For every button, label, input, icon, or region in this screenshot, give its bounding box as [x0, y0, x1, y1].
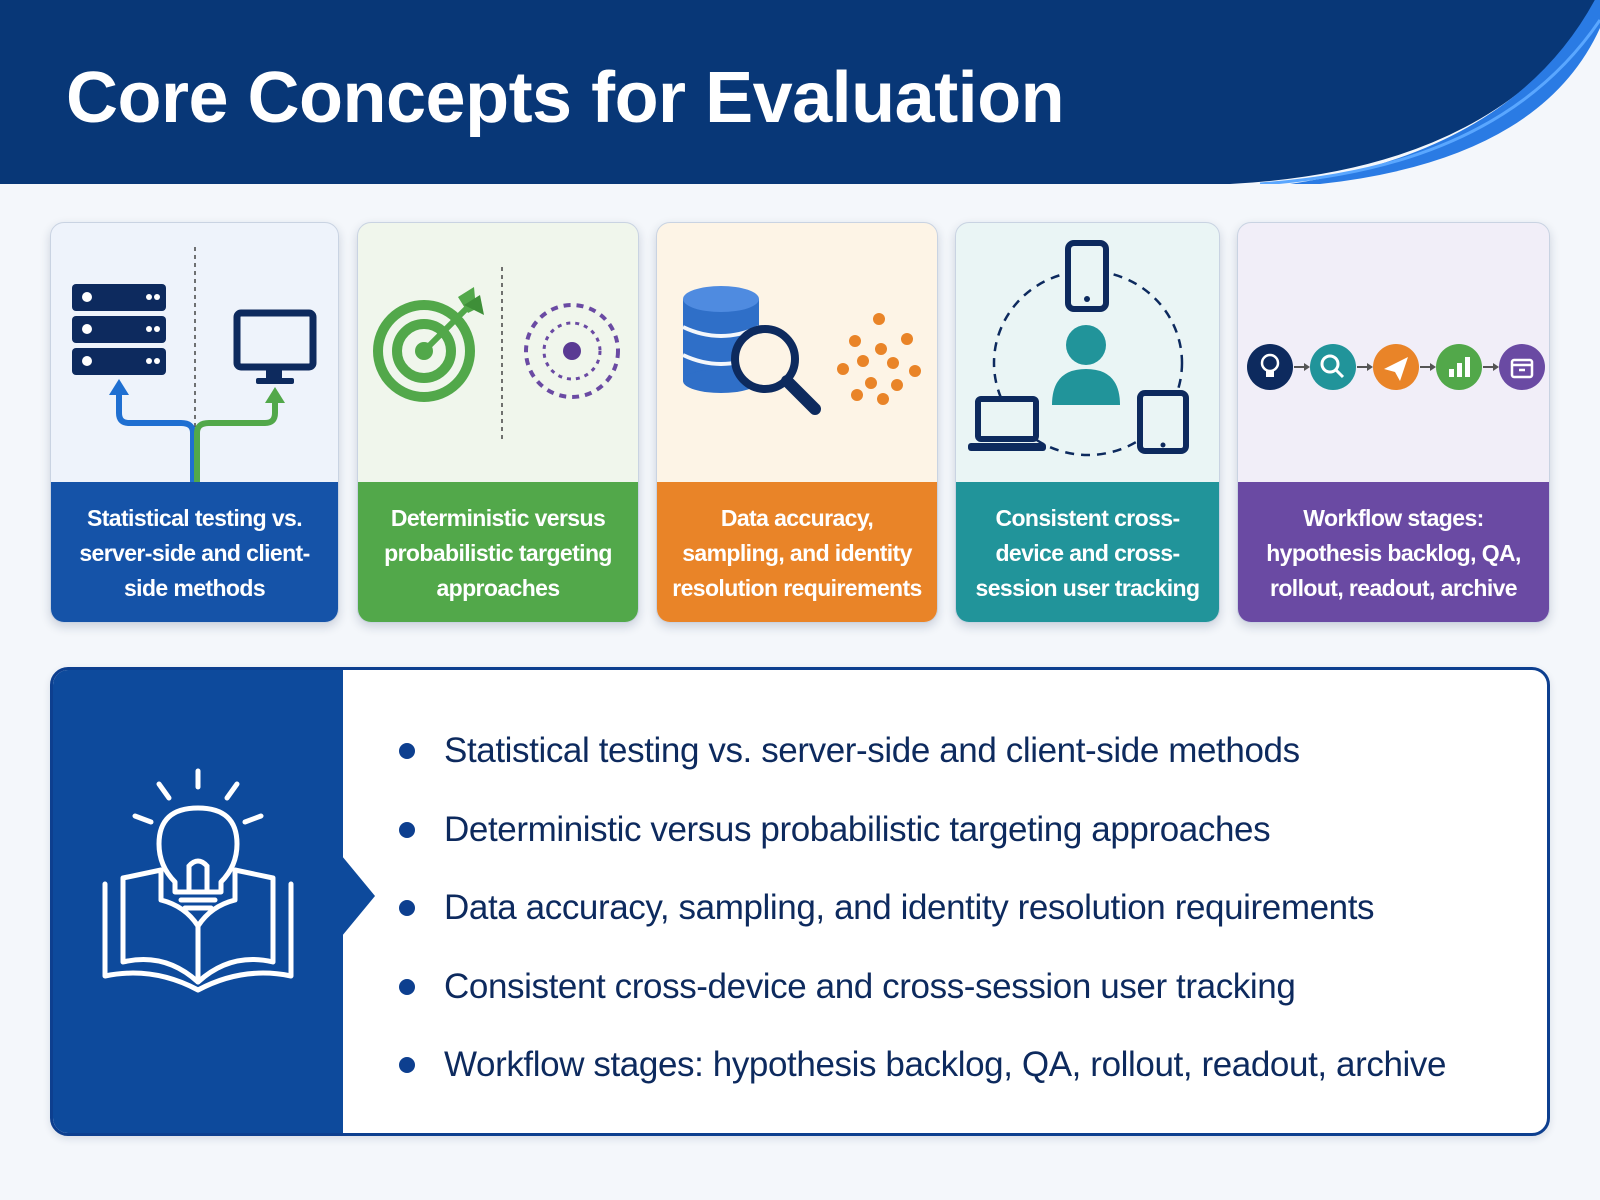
bar-chart-icon [1436, 344, 1482, 390]
server-icon [72, 284, 166, 375]
bullet-dot [399, 978, 415, 995]
card-illustration [358, 223, 638, 482]
concept-card-targeting: Deterministic versus probabilistic targe… [357, 222, 639, 623]
header-banner: Core Concepts for Evaluation [0, 0, 1600, 184]
summary-item-text: Data accuracy, sampling, and identity re… [444, 888, 1375, 927]
summary-panel-pointer [337, 850, 375, 942]
summary-item-text: Deterministic versus probabilistic targe… [444, 809, 1271, 849]
concept-card-tracking: Consistent cross-device and cross-sessio… [955, 222, 1220, 623]
lightbulb-icon [1247, 344, 1293, 390]
summary-icon-panel [53, 670, 343, 1133]
card-caption: Deterministic versus probabilistic targe… [358, 482, 638, 622]
laptop-icon [968, 396, 1046, 451]
card-caption: Statistical testing vs. server-side and … [51, 482, 338, 622]
target-arrow-icon [373, 287, 484, 402]
bullet-dot [399, 821, 415, 838]
summary-list-item: Workflow stages: hypothesis backlog, QA,… [390, 1026, 1530, 1105]
summary-list-item: Data accuracy, sampling, and identity re… [390, 869, 1530, 948]
card-illustration [657, 223, 937, 482]
card-illustration [956, 223, 1219, 482]
monitor-icon [233, 309, 317, 384]
card-illustration [51, 223, 338, 482]
scatter-dots-icon [837, 313, 921, 405]
phone-icon [1065, 240, 1109, 312]
summary-list-item: Statistical testing vs. server-side and … [390, 712, 1530, 791]
bullet-dot [399, 743, 415, 759]
concept-card-workflow: Workflow stages: hypothesis backlog, QA,… [1237, 222, 1550, 623]
summary-box [50, 667, 1550, 1136]
summary-list-item: Consistent cross-device and cross-sessio… [390, 948, 1530, 1027]
book-lightbulb-icon [102, 768, 294, 993]
tablet-icon [1137, 390, 1189, 454]
card-caption: Data accuracy, sampling, and identity re… [657, 482, 937, 622]
summary-item-text: Statistical testing vs. server-side and … [444, 731, 1300, 770]
magnifier-icon [731, 325, 821, 415]
user-icon [1052, 325, 1120, 405]
card-illustration [1238, 223, 1549, 482]
card-caption: Workflow stages: hypothesis backlog, QA,… [1238, 482, 1549, 622]
paper-plane-icon [1373, 344, 1419, 390]
branching-arrows-icon [109, 379, 285, 482]
summary-item-text: Workflow stages: hypothesis backlog, QA,… [444, 1045, 1447, 1084]
archive-box-icon [1499, 344, 1545, 390]
dotted-circles-icon [524, 303, 620, 399]
bullet-dot [399, 1057, 415, 1073]
header-swoosh [1230, 0, 1600, 184]
summary-list-item: Deterministic versus probabilistic targe… [390, 791, 1530, 870]
card-caption: Consistent cross-device and cross-sessio… [956, 482, 1219, 622]
concept-card-data-accuracy: Data accuracy, sampling, and identity re… [656, 222, 938, 623]
search-icon [1310, 344, 1356, 390]
page-title: Core Concepts for Evaluation [66, 58, 1065, 138]
summary-item-text: Consistent cross-device and cross-sessio… [444, 966, 1296, 1006]
concept-card-testing-methods: Statistical testing vs. server-side and … [50, 222, 339, 623]
bullet-dot [399, 900, 415, 916]
summary-list: Statistical testing vs. server-side and … [390, 712, 1530, 1105]
